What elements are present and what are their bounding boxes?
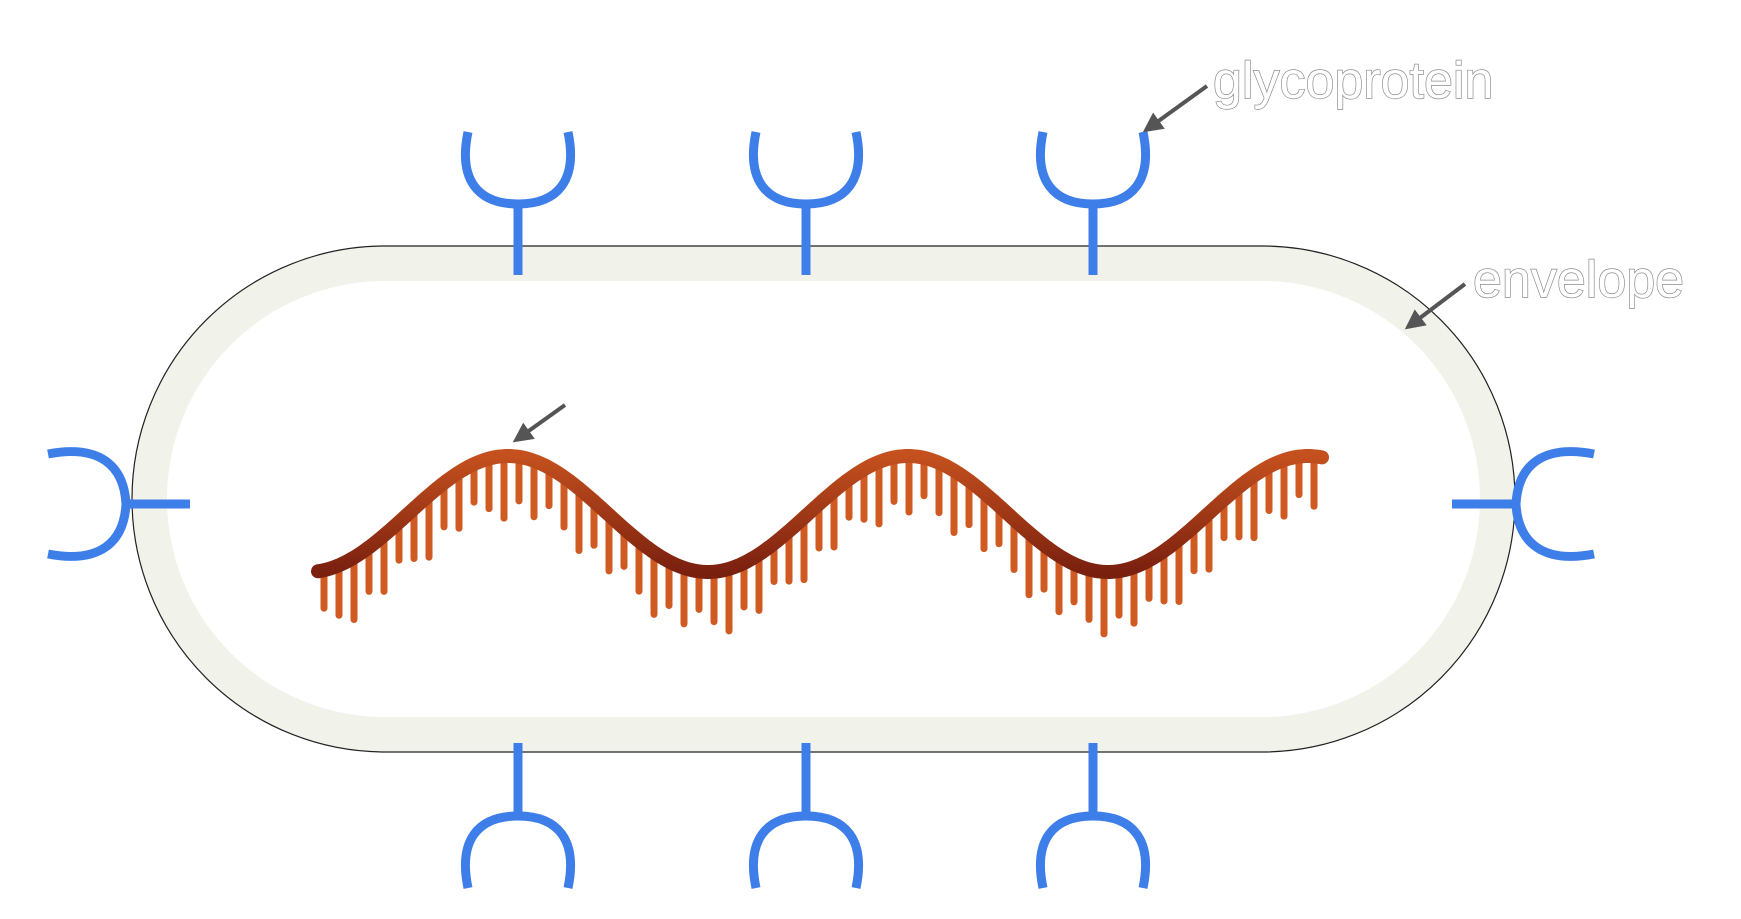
pointer-arrows xyxy=(512,84,1467,443)
glycoprotein-top-1 xyxy=(460,131,576,275)
glycoprotein-label: glycoprotein xyxy=(1213,52,1493,110)
glycoprotein-top-2 xyxy=(748,131,864,275)
rna-backbone xyxy=(311,449,1329,579)
glycoprotein-left xyxy=(47,447,190,561)
glycoprotein-top-3 xyxy=(1035,131,1151,275)
envelope-label: envelope xyxy=(1473,251,1684,309)
glycoproteins xyxy=(47,131,1595,889)
glycoprotein-bottom-1 xyxy=(460,743,576,889)
glycoprotein-bottom-3 xyxy=(1035,743,1151,889)
glycoprotein-bottom-2 xyxy=(748,743,864,889)
rna-arrow xyxy=(512,403,567,443)
glycoprotein-right xyxy=(1452,447,1595,561)
envelope-arrow xyxy=(1404,282,1467,330)
rna-strand xyxy=(311,449,1329,638)
glycoprotein-arrow xyxy=(1142,84,1209,133)
